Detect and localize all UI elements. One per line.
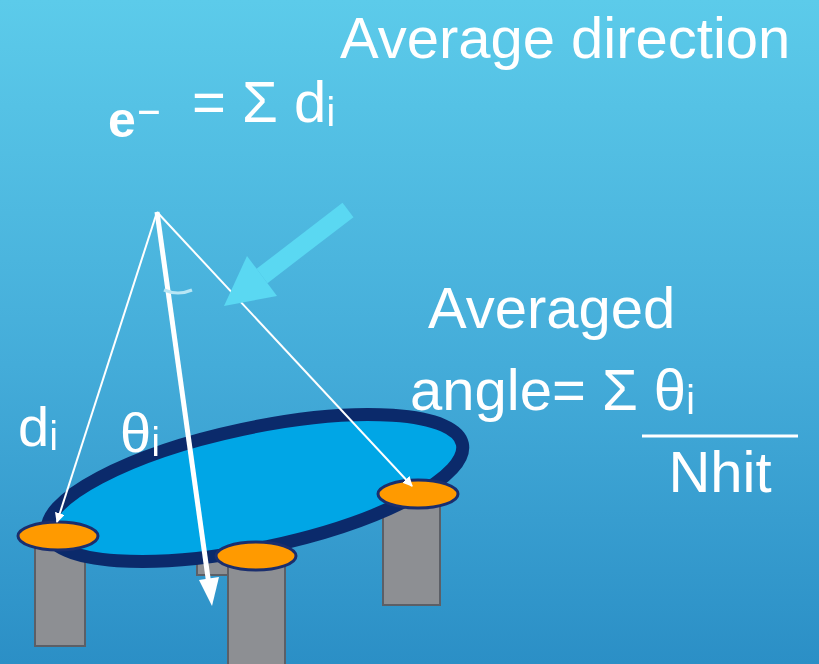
- average-direction-arrow: [157, 212, 209, 585]
- pmt-left-top: [18, 522, 98, 550]
- fraction-bar: [642, 435, 798, 438]
- angle-arc: [164, 290, 192, 293]
- formula-text: angle= Σ θᵢ: [410, 360, 695, 421]
- formula-text: = Σ dᵢ: [192, 72, 335, 133]
- heading-text: Averaged: [428, 278, 675, 339]
- pointer-arrow: [262, 210, 348, 276]
- pmt-front: [216, 542, 296, 664]
- hit-direction-line: [57, 212, 157, 522]
- vector-label: dᵢ: [18, 398, 58, 457]
- cherenkov-ring: [35, 385, 475, 591]
- average-direction-arrowhead: [199, 577, 219, 606]
- heading-text: Average direction: [340, 8, 790, 69]
- particle-label: e⁻: [108, 94, 162, 147]
- pointer-arrowhead: [224, 256, 277, 306]
- denominator-text: Nhit: [668, 442, 771, 503]
- angle-label: θᵢ: [120, 404, 160, 463]
- pmt-right-top: [378, 480, 458, 508]
